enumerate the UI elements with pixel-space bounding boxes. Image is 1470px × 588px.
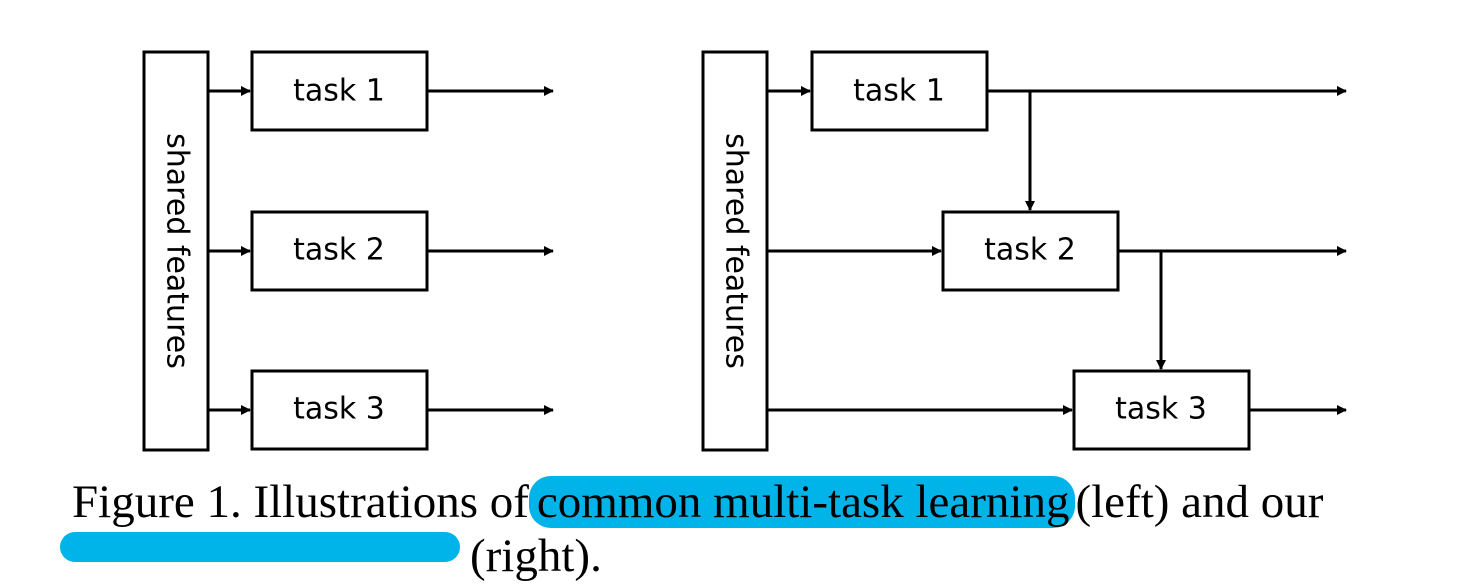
caption-suffix: (left) and our — [1075, 476, 1324, 528]
caption-line2-suffix: (right). — [470, 530, 602, 582]
right-task-2-label: task 2 — [984, 233, 1076, 268]
right-diagram: shared features task 1 task 2 task 3 — [701, 50, 1347, 452]
caption-line2-highlight — [60, 532, 460, 562]
left-task-1-label: task 1 — [293, 74, 385, 109]
right-task-1-label: task 1 — [853, 74, 945, 109]
left-task-2-box — [250, 210, 429, 292]
right-task-2-box — [941, 210, 1120, 292]
caption-prefix: Figure 1. Illustrations of — [72, 476, 529, 528]
right-shared-features-label: shared features — [719, 133, 754, 369]
left-diagram: shared features task 1 task 2 task 3 — [142, 50, 554, 452]
left-shared-features-label: shared features — [160, 133, 195, 369]
left-task-2-label: task 2 — [293, 233, 385, 268]
caption-highlight: common multi-task learning — [528, 476, 1076, 528]
left-task-3-label: task 3 — [293, 392, 385, 427]
left-task-1-box — [250, 50, 429, 132]
left-task-3-box — [250, 369, 429, 451]
right-task-1-box — [810, 50, 989, 132]
figure-diagrams: shared features task 1 task 2 task 3 sha… — [142, 50, 1347, 452]
right-shared-features-box — [701, 50, 769, 452]
left-shared-features-box — [142, 50, 210, 452]
right-task-3-label: task 3 — [1115, 392, 1207, 427]
right-task-3-box — [1072, 369, 1251, 451]
